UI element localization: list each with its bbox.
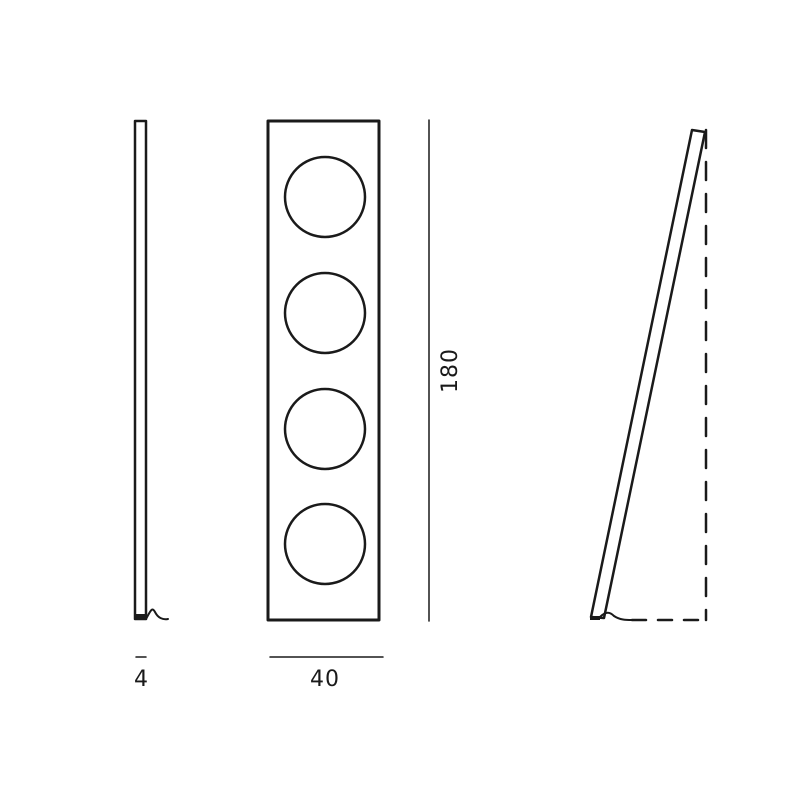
light-circle-1 [283, 155, 367, 239]
leaning-view [589, 128, 708, 622]
light-circle-2 [283, 271, 367, 355]
side-view [133, 119, 169, 621]
width-dimension-label: 40 [310, 667, 340, 692]
front-view [266, 119, 381, 622]
height-dimension-label: 180 [438, 348, 463, 393]
depth-dimension-label: 4 [134, 667, 149, 692]
light-circle-4 [283, 502, 367, 586]
light-circle-3 [283, 387, 367, 471]
